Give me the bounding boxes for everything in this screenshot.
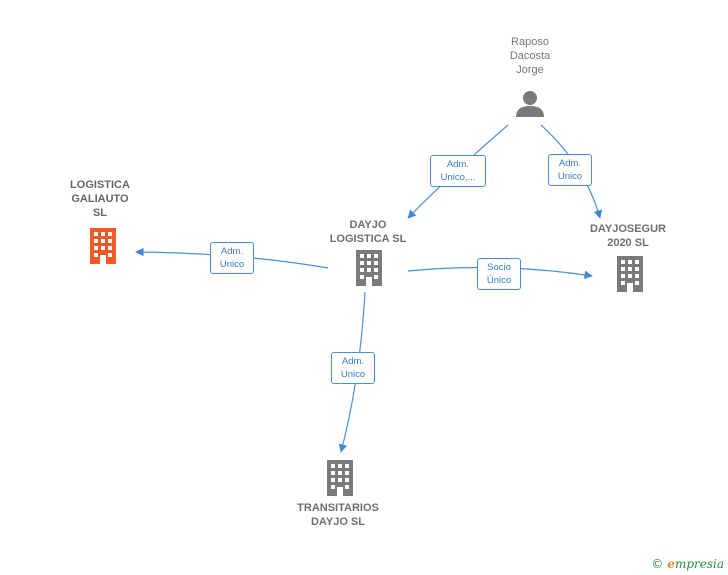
building-icon[interactable] — [327, 460, 353, 496]
brand-name: mpresia — [674, 557, 724, 571]
brand-initial: e — [667, 557, 675, 571]
node-label-logistica-galiauto[interactable]: LOGISTICA GALIAUTO SL — [70, 179, 130, 219]
empresia-logo[interactable]: ©empresia — [651, 557, 724, 571]
node-label-transitarios[interactable]: TRANSITARIOS DAYJO SL — [297, 502, 379, 528]
building-icon[interactable] — [617, 256, 643, 292]
edge-label-dayjo-to-transitarios: Adm. Unico — [331, 352, 375, 384]
edge-label-raposo-to-dayjosegur: Adm. Unico — [548, 154, 592, 186]
edge-label-dayjo-to-galiauto: Adm. Unico — [210, 242, 254, 274]
copyright-symbol: © — [651, 557, 664, 571]
person-icon[interactable] — [516, 91, 544, 117]
edge-label-raposo-to-dayjo: Adm. Unico,... — [430, 155, 486, 187]
building-icon-accent[interactable] — [90, 228, 116, 264]
node-label-dayjosegur[interactable]: DAYJOSEGUR 2020 SL — [589, 223, 666, 249]
node-label-raposo[interactable]: Raposo Dacosta Jorge — [509, 36, 551, 76]
node-label-dayjo-logistica[interactable]: DAYJO LOGISTICA SL — [329, 219, 407, 245]
edge-label-dayjo-to-dayjosegur: Socio Único — [477, 258, 521, 290]
building-icon[interactable] — [356, 250, 382, 286]
